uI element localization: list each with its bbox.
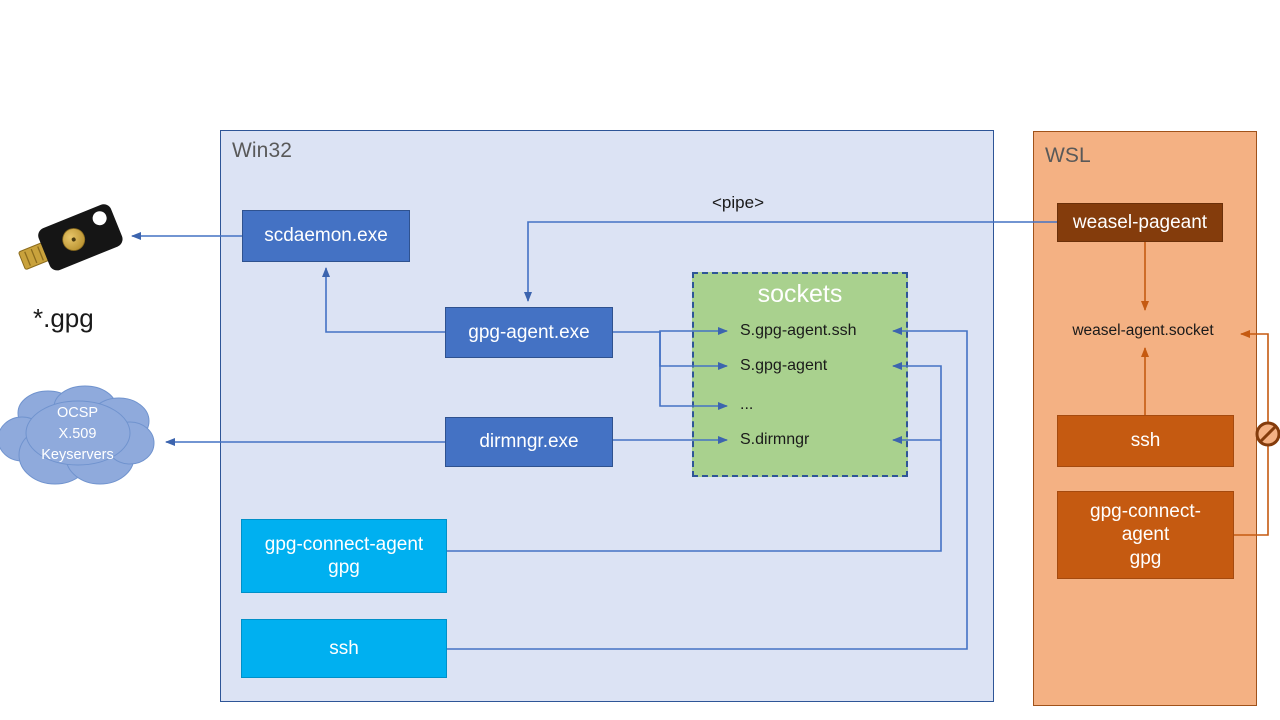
gpg-file-caption: *.gpg: [33, 303, 94, 333]
sockets-group-title: sockets: [757, 280, 843, 308]
weasel-agent-socket-label: weasel-agent.socket: [1072, 322, 1214, 339]
socket-item-s-gpg-agent: S.gpg-agent: [740, 357, 828, 374]
process-box-gpg-agent[interactable]: gpg-agent.exe: [445, 307, 613, 358]
socket-item-ellipsis: ...: [740, 396, 754, 413]
process-box-ssh-win32[interactable]: ssh: [241, 619, 447, 678]
pipe-connector-label: <pipe>: [712, 193, 764, 212]
process-label: ssh: [329, 637, 359, 659]
process-label-line3: gpg: [1129, 547, 1162, 569]
process-box-weasel-pageant[interactable]: weasel-pageant: [1057, 203, 1223, 242]
cloud-shape-icon: [0, 383, 160, 498]
process-label: scdaemon.exe: [264, 225, 388, 247]
process-label-line1: gpg-connect-agent: [264, 533, 424, 555]
win32-panel-title: Win32: [232, 139, 293, 162]
wsl-panel-title: WSL: [1045, 144, 1091, 167]
process-label-line2: agent: [1121, 524, 1170, 546]
process-label: ssh: [1130, 430, 1161, 452]
process-box-gpg-connect-agent-win32[interactable]: gpg-connect-agent gpg: [241, 519, 447, 593]
socket-item-s-dirmngr: S.dirmngr: [740, 431, 810, 448]
process-box-ssh-wsl[interactable]: ssh: [1057, 415, 1234, 467]
cloud-label-line1: OCSP: [56, 405, 99, 421]
prohibition-sign-icon: [1255, 421, 1280, 447]
process-box-gpg-connect-agent-wsl[interactable]: gpg-connect- agent gpg: [1057, 491, 1234, 579]
process-box-dirmngr[interactable]: dirmngr.exe: [445, 417, 613, 467]
process-label: weasel-pageant: [1072, 211, 1208, 233]
process-label-line1: gpg-connect-: [1090, 501, 1201, 523]
cloud-label-line2: X.509: [58, 426, 97, 443]
cloud-label: OCSP X.509 Keyservers: [0, 403, 155, 466]
process-label-line2: gpg: [328, 557, 360, 578]
yubikey-usb-token-icon: [14, 194, 126, 289]
process-label: gpg-agent.exe: [468, 321, 590, 343]
socket-item-s-gpg-agent-ssh: S.gpg-agent.ssh: [740, 322, 857, 339]
process-box-scdaemon[interactable]: scdaemon.exe: [242, 210, 410, 262]
cloud-label-line3: Keyservers: [41, 447, 114, 464]
process-label: dirmngr.exe: [479, 431, 579, 453]
